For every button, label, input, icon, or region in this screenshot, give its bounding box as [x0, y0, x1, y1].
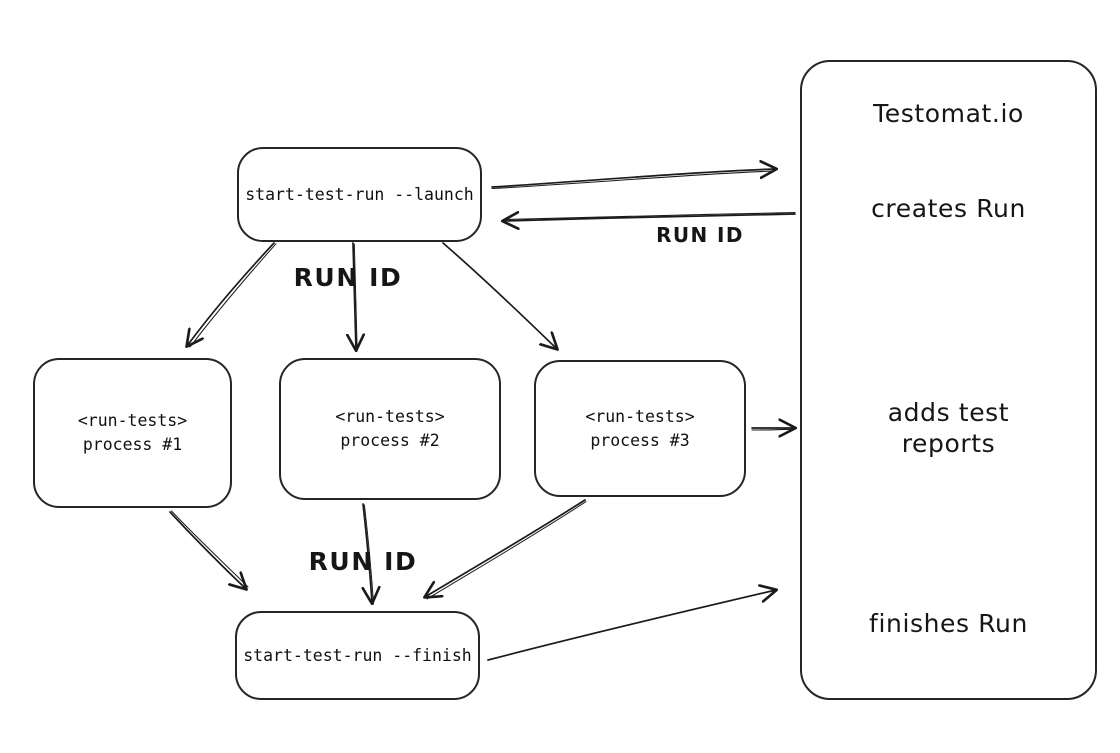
node-run-tests-process-3[interactable]: <run-tests> process #3	[534, 360, 746, 497]
node-run-tests-process-1[interactable]: <run-tests> process #1	[33, 358, 232, 508]
edge-process3-to-finish	[425, 499, 586, 597]
edge-label-fanout-run-id: RUN ID	[293, 263, 403, 292]
node-finish-label: start-test-run --finish	[243, 645, 472, 665]
node-process3-line1: <run-tests>	[585, 406, 695, 426]
node-process2-line1: <run-tests>	[335, 407, 445, 427]
node-process1-line2: process #1	[82, 435, 183, 454]
edge-launch-to-process2	[353, 242, 356, 350]
testomat-io-panel[interactable]	[800, 60, 1097, 700]
edge-process1-to-finish	[169, 511, 246, 589]
edge-finish-to-panel	[487, 590, 776, 661]
panel-creates-run-label: creates Run	[871, 194, 1026, 223]
node-start-test-run-finish[interactable]: start-test-run --finish	[235, 611, 480, 700]
edge-launch-to-panel	[491, 169, 776, 188]
edge-label-return-run-id: RUN ID	[656, 223, 744, 247]
edge-panel-to-launch	[503, 214, 796, 221]
panel-brand-label: Testomat.io	[873, 99, 1024, 128]
node-run-tests-process-2[interactable]: <run-tests> process #2	[279, 358, 501, 500]
edge-label-fanin-run-id: RUN ID	[308, 547, 418, 576]
node-start-test-run-launch[interactable]: start-test-run --launch	[237, 147, 482, 242]
node-process1-line1: <run-tests>	[77, 411, 188, 431]
node-process2-line2: process #2	[340, 431, 440, 450]
edge-launch-to-process3	[442, 242, 557, 349]
node-launch-label: start-test-run --launch	[245, 184, 474, 204]
edge-launch-to-process1	[187, 242, 275, 346]
panel-finishes-run-label: finishes Run	[869, 609, 1028, 638]
node-process3-line2: process #3	[590, 430, 690, 450]
panel-adds-test-reports-label: adds test reports	[887, 398, 1010, 459]
